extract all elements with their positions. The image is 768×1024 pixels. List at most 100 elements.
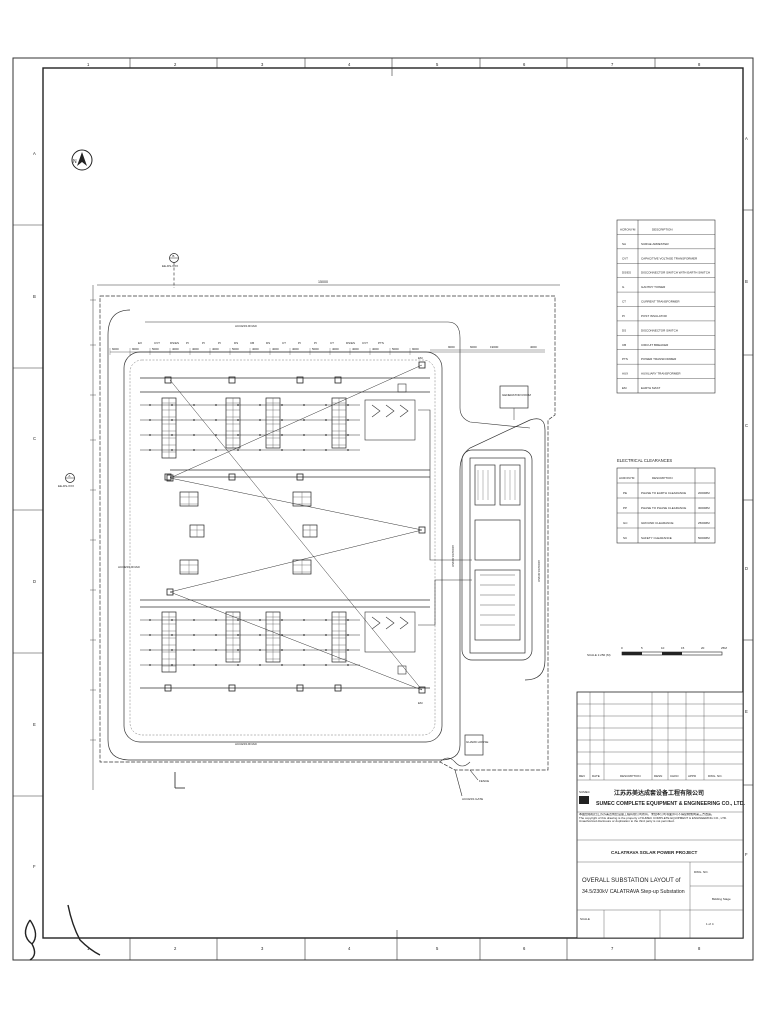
copyright-en: The copyright of this drawing is the pro… (579, 815, 727, 824)
equipment-bay (161, 611, 177, 673)
earth-mast-mid (166, 474, 426, 596)
row-label: D (745, 566, 748, 571)
column-label: 3 (261, 62, 264, 67)
gantry-tower (296, 376, 304, 384)
insulator-point (237, 649, 239, 651)
dimension-value: 4000 (272, 347, 279, 351)
drawing-title-1: OVERALL SUBSTATION LAYOUT of (582, 878, 681, 884)
revision-header: CHKD (670, 774, 679, 778)
clearance-value: 2500MM (698, 521, 710, 525)
insulator-point (215, 619, 217, 621)
insulator-point (193, 404, 195, 406)
insulator-point (325, 404, 327, 406)
insulator-point (281, 619, 283, 621)
acronym-code: CB (622, 343, 626, 347)
acronym-description: GANTRY TOWER (641, 285, 666, 289)
revision-header: DESN (654, 774, 662, 778)
column-label: 7 (611, 946, 614, 951)
equipment-blocks (161, 397, 347, 673)
gantry-tower (334, 684, 342, 692)
insulator-point (215, 404, 217, 406)
acronym-description: EARTH MAST (641, 386, 660, 390)
dimension-value: 4000 (292, 347, 299, 351)
insulator-point (193, 619, 195, 621)
company-name-zh: 江苏苏美达成套设备工程有限公司 (614, 789, 704, 797)
overall-dimension: 15000 (97, 280, 560, 286)
acronym-code: SA (622, 242, 626, 246)
revision-header: DWG. NO. (708, 774, 722, 778)
insulator-point (237, 449, 239, 451)
equipment-bay (179, 559, 199, 575)
insulator-point (215, 434, 217, 436)
dimension-value: 9000 (132, 347, 139, 351)
insulator-point (347, 649, 349, 651)
svg-text:4000: 4000 (530, 345, 537, 349)
earth-mast-top: EM (418, 356, 426, 369)
insulator-point (325, 619, 327, 621)
access-road-outer (107, 309, 546, 761)
column-label: 5 (436, 62, 439, 67)
acronym-description: AUXILIARY TRANSFORMER (641, 372, 681, 376)
insulator-point (171, 664, 173, 666)
scale-tick-label: 25M (721, 646, 727, 650)
gantry-tower (228, 376, 236, 384)
dimension-value: 4000 (352, 347, 359, 351)
insulator-point (303, 649, 305, 651)
scale-tick-label: 5 (641, 646, 643, 650)
row-label: C (745, 423, 748, 428)
clearance-description: GROUND CLEARANCE (641, 521, 674, 525)
dimension-value: 4000 (192, 347, 199, 351)
acronym-description: CAPACITIVE VOLTAGE TRANSFORMER (641, 256, 698, 260)
equipment-bay (331, 611, 347, 663)
insulator-point (149, 434, 151, 436)
insulator-point (259, 634, 261, 636)
dimension-value: 9000 (412, 347, 419, 351)
access-road-top-label: ACCESS ROAD (235, 324, 258, 328)
svg-text:GUARD HOUSE: GUARD HOUSE (466, 740, 488, 744)
acronym-description: POST INSULATOR (641, 314, 668, 318)
equipment-bay (189, 524, 205, 538)
section-b-ref: EE-DS-XXX (162, 264, 178, 268)
column-markers-top (129, 58, 656, 76)
bay-label: PI (186, 341, 189, 345)
insulator-point (149, 419, 151, 421)
insulator-point (171, 449, 173, 451)
insulator-point (215, 664, 217, 666)
insulator-point (215, 634, 217, 636)
access-gate-symbol (439, 757, 479, 797)
insulator-point (149, 404, 151, 406)
gantry-tower (164, 684, 172, 692)
acronym-code: PI (622, 314, 625, 318)
access-road-bottom-label: ACCESS ROAD (235, 742, 258, 746)
insulator-point (215, 449, 217, 451)
row-label: F (33, 864, 36, 869)
section-a-letter: A (68, 474, 70, 478)
insulator-point (237, 404, 239, 406)
insulator-point (171, 619, 173, 621)
column-label: 4 (348, 946, 351, 951)
dimension-value: 4000 (172, 347, 179, 351)
access-road-left-label: ACCESS ROAD (118, 565, 141, 569)
section-a-ref: EE-DS-XXX (58, 484, 74, 488)
svg-text:GENERATOR ROOM: GENERATOR ROOM (502, 393, 531, 397)
acronym-code: AUX (622, 372, 628, 376)
acronym-code: DS/ES (622, 271, 631, 275)
section-marker-a: A EE-DS-XXX (58, 473, 75, 488)
scale-tick-label: 15 (681, 646, 685, 650)
insulator-point (193, 664, 195, 666)
column-label: 8 (698, 946, 701, 951)
insulator-point (193, 634, 195, 636)
handwritten-marks (24, 904, 101, 961)
clearances-title: ELECTRICAL CLEARANCES (617, 458, 672, 463)
revision-header: REV (579, 774, 585, 778)
row-label: B (745, 279, 748, 284)
row-label: E (745, 709, 748, 714)
clearance-value: 5000MM (698, 536, 710, 540)
switchyard-fence (129, 359, 436, 736)
acronym-code: CT (622, 300, 626, 304)
